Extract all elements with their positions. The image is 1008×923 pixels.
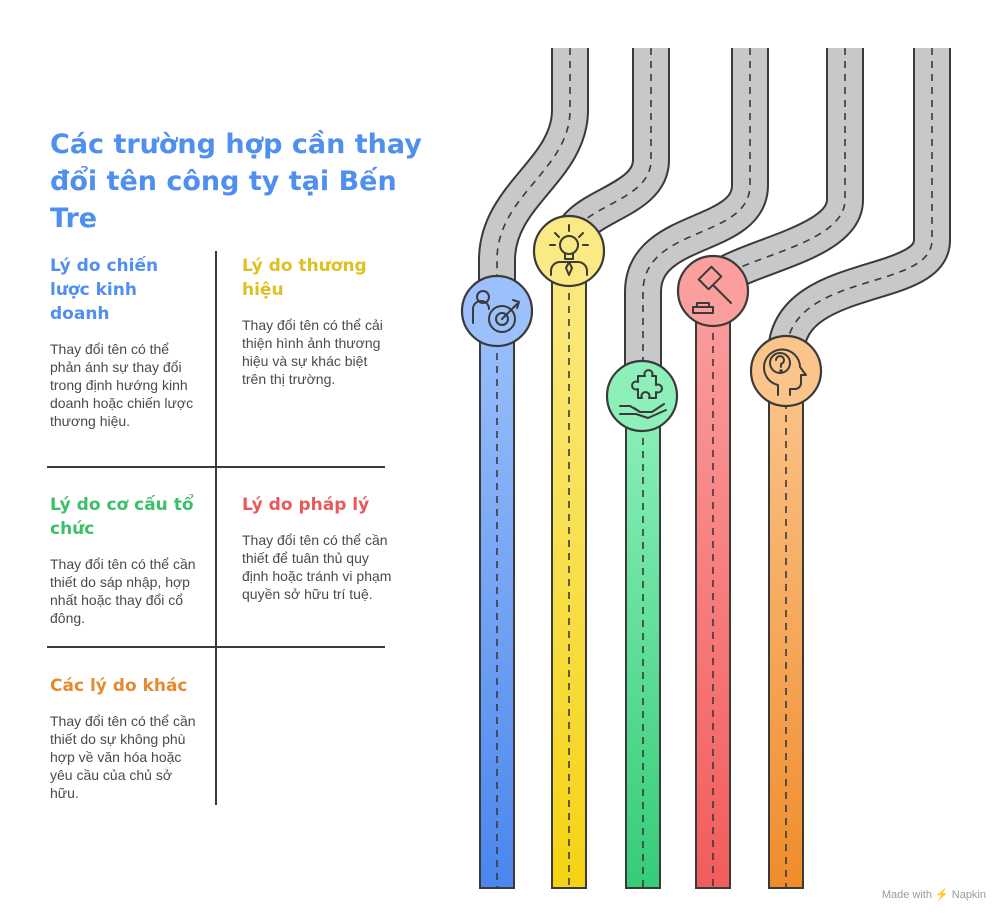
reason-heading: Lý do pháp lý xyxy=(242,495,370,515)
reason-strategy: Lý do chiến lược kinh doanh Thay đổi tên… xyxy=(50,254,200,430)
gavel-icon xyxy=(676,254,750,328)
grid-divider-vertical-3 xyxy=(215,647,217,805)
lane-brand xyxy=(551,251,587,889)
lane-legal xyxy=(695,289,731,889)
lightbulb-person-icon xyxy=(532,214,606,288)
grid-divider-vertical-1 xyxy=(215,251,217,467)
reason-brand: Lý do thương hiệu Thay đổi tên có thể cả… xyxy=(242,254,392,388)
reason-other: Các lý do khác Thay đổi tên có thể cần t… xyxy=(50,674,200,802)
title-line-1: Các trường hợp cần thay xyxy=(50,129,422,160)
title-line-2: đổi tên công ty tại Bến Tre xyxy=(50,166,397,234)
footer-credit: Made with ⚡ Napkin xyxy=(881,889,986,901)
head-question-icon xyxy=(749,334,823,408)
reason-text: Thay đổi tên có thể cần thiết để tuân th… xyxy=(242,532,392,602)
target-person-icon xyxy=(460,274,534,348)
reason-text: Thay đổi tên có thể cải thiện hình ảnh t… xyxy=(242,317,383,387)
reason-heading: Các lý do khác xyxy=(50,676,188,696)
lane-strategy xyxy=(479,309,515,889)
grid-divider-vertical-2 xyxy=(215,467,217,647)
lane-organization xyxy=(625,394,661,889)
reason-heading: Lý do chiến lược kinh doanh xyxy=(50,256,159,324)
page-title: Các trường hợp cần thay đổi tên công ty … xyxy=(50,126,450,237)
reason-text: Thay đổi tên có thể cần thiết do sự khôn… xyxy=(50,713,196,801)
reason-text: Thay đổi tên có thể phản ánh sự thay đổi… xyxy=(50,341,194,429)
reason-text: Thay đổi tên có thể cần thiết do sáp nhậ… xyxy=(50,556,196,626)
reason-heading: Lý do cơ cấu tổ chức xyxy=(50,495,194,539)
reason-heading: Lý do thương hiệu xyxy=(242,256,367,300)
lane-other xyxy=(768,371,804,889)
reason-legal: Lý do pháp lý Thay đổi tên có thể cần th… xyxy=(242,493,392,603)
reason-organization: Lý do cơ cấu tổ chức Thay đổi tên có thể… xyxy=(50,493,200,627)
puzzle-hand-icon xyxy=(605,359,679,433)
